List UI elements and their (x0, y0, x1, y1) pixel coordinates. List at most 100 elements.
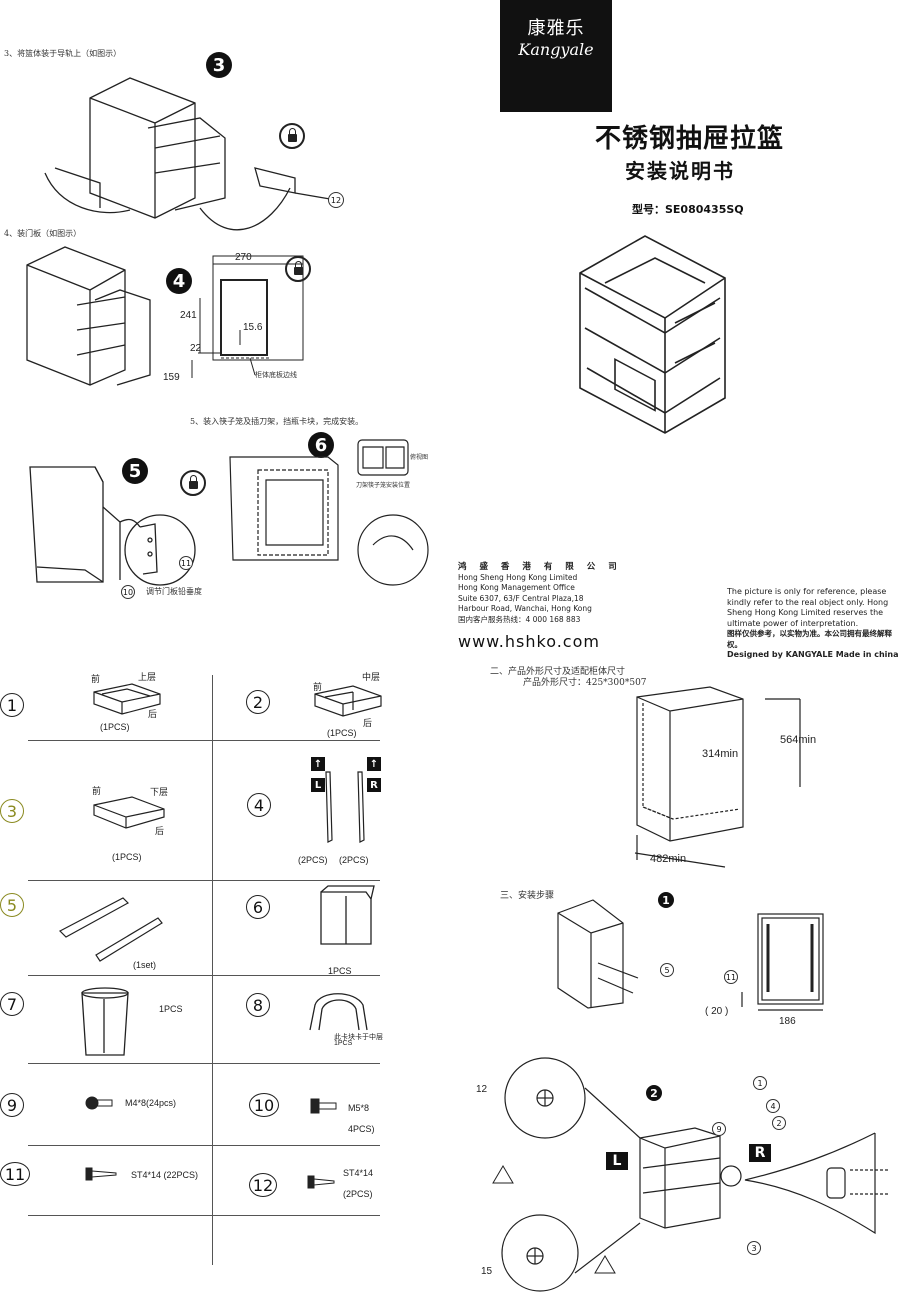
product-title: 不锈钢抽屉拉篮 (595, 124, 785, 154)
callout-12: 12 (328, 192, 344, 208)
company-line: Suite 6307, 63/F Central Plaza,18 (458, 593, 584, 603)
manual-subtitle: 安装说明书 (625, 159, 735, 183)
part-number-7: 7 (0, 992, 24, 1016)
install-step-1-badge: 1 (658, 892, 674, 908)
dim-241: 241 (180, 310, 197, 321)
edge-note: 柜体底板边线 (255, 371, 297, 379)
label-front: 前 (313, 682, 323, 692)
part-number-1: 1 (0, 693, 24, 717)
step3-badge: 3 (206, 52, 232, 78)
lock-icon (279, 123, 305, 149)
dim-22: 22 (190, 343, 202, 354)
part-number-3: 3 (0, 799, 24, 823)
part-7-qty: 1PCS (159, 1004, 183, 1014)
step6-badge: 6 (308, 432, 334, 458)
parts-grid-divider (212, 675, 213, 1265)
company-line: Hong Sheng Hong Kong Limited (458, 572, 578, 582)
parts-grid-row-line (28, 1215, 380, 1216)
part-11-qty: ST4*14 (22PCS) (131, 1170, 199, 1180)
dim-186: 186 (779, 1016, 796, 1027)
product-illustration (579, 235, 726, 434)
step6-illustration (229, 439, 429, 586)
dims-section-title: 二、产品外形尺寸及适配柜体尺寸 (490, 667, 626, 677)
label-layer: 下层 (150, 787, 169, 797)
step4-dimension-drawing (191, 255, 304, 378)
dim-564min: 564min (780, 734, 817, 746)
part-8-bottle-stopper-drawing (309, 993, 368, 1031)
screw-icon (85, 1167, 117, 1181)
part-4-rails-drawing (325, 771, 365, 843)
part-number-4: 4 (247, 793, 271, 817)
part-3-lower-basket-drawing (93, 796, 165, 829)
step4-caption: 4、装门板（如图示） (4, 229, 82, 238)
screw-icon (85, 1096, 113, 1110)
cabinet-dimension-drawing (634, 686, 801, 868)
parts-grid-row-line (28, 1145, 380, 1146)
callout-1: 1 (753, 1076, 767, 1090)
part-4-qty-right: (2PCS) (339, 855, 369, 865)
part-number-11: 11 (0, 1162, 30, 1186)
label-front: 前 (91, 674, 101, 684)
part-9-qty: M4*8(24pcs) (125, 1098, 177, 1108)
callout-3: 3 (747, 1241, 761, 1255)
part-10-qty-b: 4PCS) (348, 1124, 375, 1134)
step56-caption: 5、装入筷子笼及插刀架，挡瓶卡块，完成安装。 (190, 417, 364, 426)
part-10-qty-a: M5*8 (348, 1103, 370, 1113)
brand-logo: 康雅乐 Kangyale (500, 0, 612, 112)
label-back: 后 (155, 826, 165, 836)
part-6-qty: 1PCS (328, 966, 352, 976)
dim-270: 270 (235, 252, 252, 263)
label-back: 后 (363, 718, 373, 728)
callout-11: 11 (179, 556, 193, 570)
part-number-12: 12 (249, 1173, 277, 1197)
step4-badge: 4 (166, 268, 192, 294)
unlock-icon (180, 470, 206, 496)
dim-15-6: 15.6 (243, 322, 263, 333)
callout-2: 2 (772, 1116, 786, 1130)
part-number-5: 5 (0, 893, 24, 917)
step5-badge: 5 (122, 458, 148, 484)
disclaimer-cn: 图样仅供参考，以实物为准。本公司拥有最终解释权。 (727, 629, 892, 649)
bolt-icon (310, 1098, 337, 1114)
part-2-qty: (1PCS) (327, 728, 357, 738)
install-step-2-illustration (492, 1057, 890, 1292)
part-2-middle-basket-drawing (314, 685, 382, 717)
install-step-2-badge: 2 (646, 1085, 662, 1101)
callout-11: 11 (724, 970, 738, 984)
dim-15: 15 (481, 1266, 493, 1277)
dim-20: ( 20 ) (705, 1006, 729, 1017)
callout-5: 5 (660, 963, 674, 977)
tag-right: R (367, 778, 381, 792)
part-5-qty: (1set) (133, 960, 157, 970)
part-number-2: 2 (246, 690, 270, 714)
step5-note: 调节门板铅垂度 (146, 587, 202, 596)
brand-name-en: Kangyale (518, 40, 594, 59)
disclaimer: The picture is only for reference, pleas… (727, 587, 899, 661)
company-line: Hong Kong Management Office (458, 583, 575, 592)
install-step-1-front-view (741, 913, 824, 1011)
company-info: 鸿 盛 香 港 有 限 公 司 Hong Sheng Hong Kong Lim… (458, 562, 622, 625)
company-website: www.hshko.com (458, 632, 600, 651)
made-in-note: Designed by KANGYALE Made in china (727, 650, 899, 659)
parts-grid-row-line (28, 880, 380, 881)
arrow-up-icon: ↑ (311, 757, 325, 771)
arrow-up-icon: ↑ (367, 757, 381, 771)
parts-grid-row-line (28, 975, 380, 976)
disclaimer-en: The picture is only for reference, pleas… (727, 587, 889, 628)
screw-icon (307, 1175, 335, 1189)
dim-159: 159 (163, 372, 180, 383)
part-4-qty-left: (2PCS) (298, 855, 328, 865)
part-number-10: 10 (249, 1093, 279, 1117)
install-step-1-illustration (557, 899, 639, 1009)
label-back: 后 (148, 709, 158, 719)
parts-grid-row-line (28, 740, 380, 741)
part-7-knife-rack-drawing (81, 987, 129, 1056)
part-12-qty-a: ST4*14 (343, 1168, 374, 1178)
label-front: 前 (92, 786, 102, 796)
company-line: Harbour Road, Wanchai, Hong Kong (458, 604, 592, 613)
step5-illustration (29, 466, 196, 586)
part-number-8: 8 (246, 993, 270, 1017)
part-3-qty: (1PCS) (112, 852, 142, 862)
install-section-title: 三、安装步骤 (500, 891, 555, 901)
tag-left: L (311, 778, 325, 792)
